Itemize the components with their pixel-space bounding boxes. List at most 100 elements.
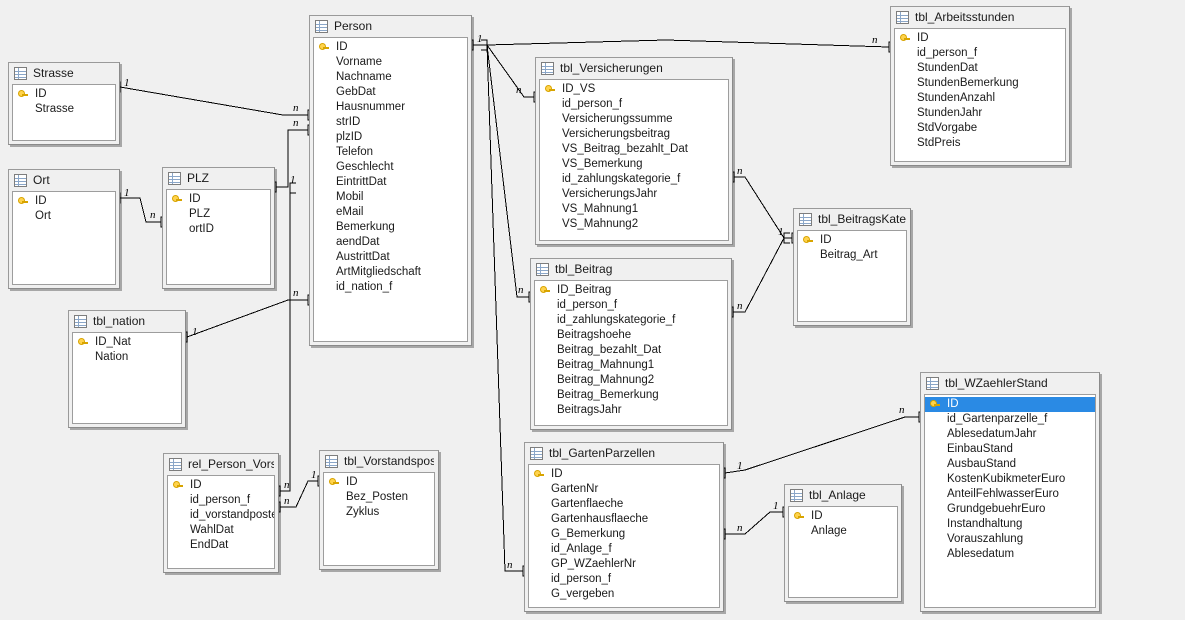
- field-row[interactable]: Versicherungsbeitrag: [562, 128, 671, 140]
- field-row[interactable]: id_zahlungskategorie_f: [562, 173, 681, 185]
- field-row-primary-key[interactable]: ID_Nat: [73, 335, 181, 350]
- field-row[interactable]: Ablesedatum: [947, 548, 1015, 560]
- field-row[interactable]: Gartenhausflaeche: [551, 513, 649, 525]
- relationship-line[interactable]: [724, 416, 919, 474]
- table-title-bar[interactable]: tbl_Anlage: [785, 485, 901, 506]
- field-row-primary-key[interactable]: ID: [13, 87, 115, 102]
- field-row[interactable]: Bez_Posten: [346, 491, 409, 503]
- table-title-bar[interactable]: PLZ: [163, 168, 274, 189]
- field-row[interactable]: StundenAnzahl: [917, 92, 996, 104]
- field-row[interactable]: AustrittDat: [336, 251, 390, 263]
- field-row[interactable]: Beitrag_bezahlt_Dat: [557, 344, 662, 356]
- field-row[interactable]: StdPreis: [917, 137, 961, 149]
- field-row[interactable]: G_vergeben: [551, 588, 615, 600]
- field-row[interactable]: Nation: [95, 351, 129, 363]
- field-row[interactable]: id_person_f: [562, 98, 623, 110]
- field-row[interactable]: GebDat: [336, 86, 376, 98]
- field-row[interactable]: Strasse: [35, 103, 74, 115]
- field-row[interactable]: AnteilFehlwasserEuro: [947, 488, 1059, 500]
- table-title-bar[interactable]: Strasse: [9, 63, 119, 84]
- field-row[interactable]: Bemerkung: [336, 221, 395, 233]
- table-title-bar[interactable]: tbl_Vorstandspos: [320, 451, 438, 472]
- relationship-line[interactable]: [280, 188, 291, 492]
- field-row[interactable]: plzID: [336, 131, 363, 143]
- table-title-bar[interactable]: tbl_Arbeitsstunden: [891, 7, 1069, 28]
- relationship-line[interactable]: [725, 511, 783, 535]
- table-title-bar[interactable]: tbl_GartenParzellen: [525, 443, 723, 464]
- field-row[interactable]: AblesedatumJahr: [947, 428, 1037, 440]
- field-row[interactable]: strID: [336, 116, 361, 128]
- field-row[interactable]: GrundgebuehrEuro: [947, 503, 1046, 515]
- field-row[interactable]: Instandhaltung: [947, 518, 1023, 530]
- field-row[interactable]: Versicherungssumme: [562, 113, 673, 125]
- field-row[interactable]: Beitrag_Art: [820, 249, 878, 261]
- field-row[interactable]: Zyklus: [346, 506, 380, 518]
- field-row[interactable]: id_vorstandposte: [190, 509, 274, 521]
- field-row[interactable]: Hausnummer: [336, 101, 406, 113]
- field-row[interactable]: aendDat: [336, 236, 380, 248]
- field-row[interactable]: Telefon: [336, 146, 374, 158]
- field-row[interactable]: VS_Mahnung1: [562, 203, 639, 215]
- field-row-primary-key[interactable]: ID: [324, 475, 434, 490]
- table-title-bar[interactable]: rel_Person_Vorsta: [164, 454, 278, 475]
- field-row[interactable]: Geschlecht: [336, 161, 394, 173]
- field-row[interactable]: PLZ: [189, 208, 211, 220]
- field-row[interactable]: id_Anlage_f: [551, 543, 612, 555]
- field-row[interactable]: Nachname: [336, 71, 392, 83]
- relationship-line[interactable]: [486, 39, 890, 48]
- field-row[interactable]: BeitragsJahr: [557, 404, 622, 416]
- field-row[interactable]: Beitrag_Mahnung1: [557, 359, 655, 371]
- field-row[interactable]: Beitrag_Bemerkung: [557, 389, 659, 401]
- field-row[interactable]: ortID: [189, 223, 214, 235]
- field-row[interactable]: G_Bemerkung: [551, 528, 626, 540]
- field-row[interactable]: Mobil: [336, 191, 364, 203]
- field-row[interactable]: id_person_f: [551, 573, 612, 585]
- field-row-primary-key[interactable]: ID: [167, 192, 270, 207]
- field-row[interactable]: StundenBemerkung: [917, 77, 1019, 89]
- field-row[interactable]: EinbauStand: [947, 443, 1013, 455]
- field-row-primary-key[interactable]: ID: [925, 397, 1095, 412]
- field-row[interactable]: GartenNr: [551, 483, 599, 495]
- table-title-bar[interactable]: Person: [310, 16, 471, 37]
- relationship-line[interactable]: [119, 86, 308, 116]
- relationship-line[interactable]: [486, 44, 529, 298]
- table-window-rel-person-vorsta[interactable]: rel_Person_VorstaIDid_person_fid_vorstan…: [163, 453, 279, 573]
- field-row-primary-key[interactable]: ID_Beitrag: [535, 283, 727, 298]
- field-row-primary-key[interactable]: ID: [13, 194, 115, 209]
- field-row[interactable]: StundenDat: [917, 62, 978, 74]
- field-row-primary-key[interactable]: ID: [168, 478, 274, 493]
- field-row-primary-key[interactable]: ID: [314, 40, 467, 55]
- field-row[interactable]: Anlage: [811, 525, 847, 537]
- table-title-bar[interactable]: tbl_WZaehlerStand: [921, 373, 1099, 394]
- field-row[interactable]: VS_Bemerkung: [562, 158, 643, 170]
- field-row[interactable]: StdVorgabe: [917, 122, 978, 134]
- field-row[interactable]: id_nation_f: [336, 281, 393, 293]
- table-title-bar[interactable]: Ort: [9, 170, 119, 191]
- field-row[interactable]: Beitrag_Mahnung2: [557, 374, 655, 386]
- field-row[interactable]: id_zahlungskategorie_f: [557, 314, 676, 326]
- field-row[interactable]: StundenJahr: [917, 107, 983, 119]
- field-row-primary-key[interactable]: ID: [529, 467, 719, 482]
